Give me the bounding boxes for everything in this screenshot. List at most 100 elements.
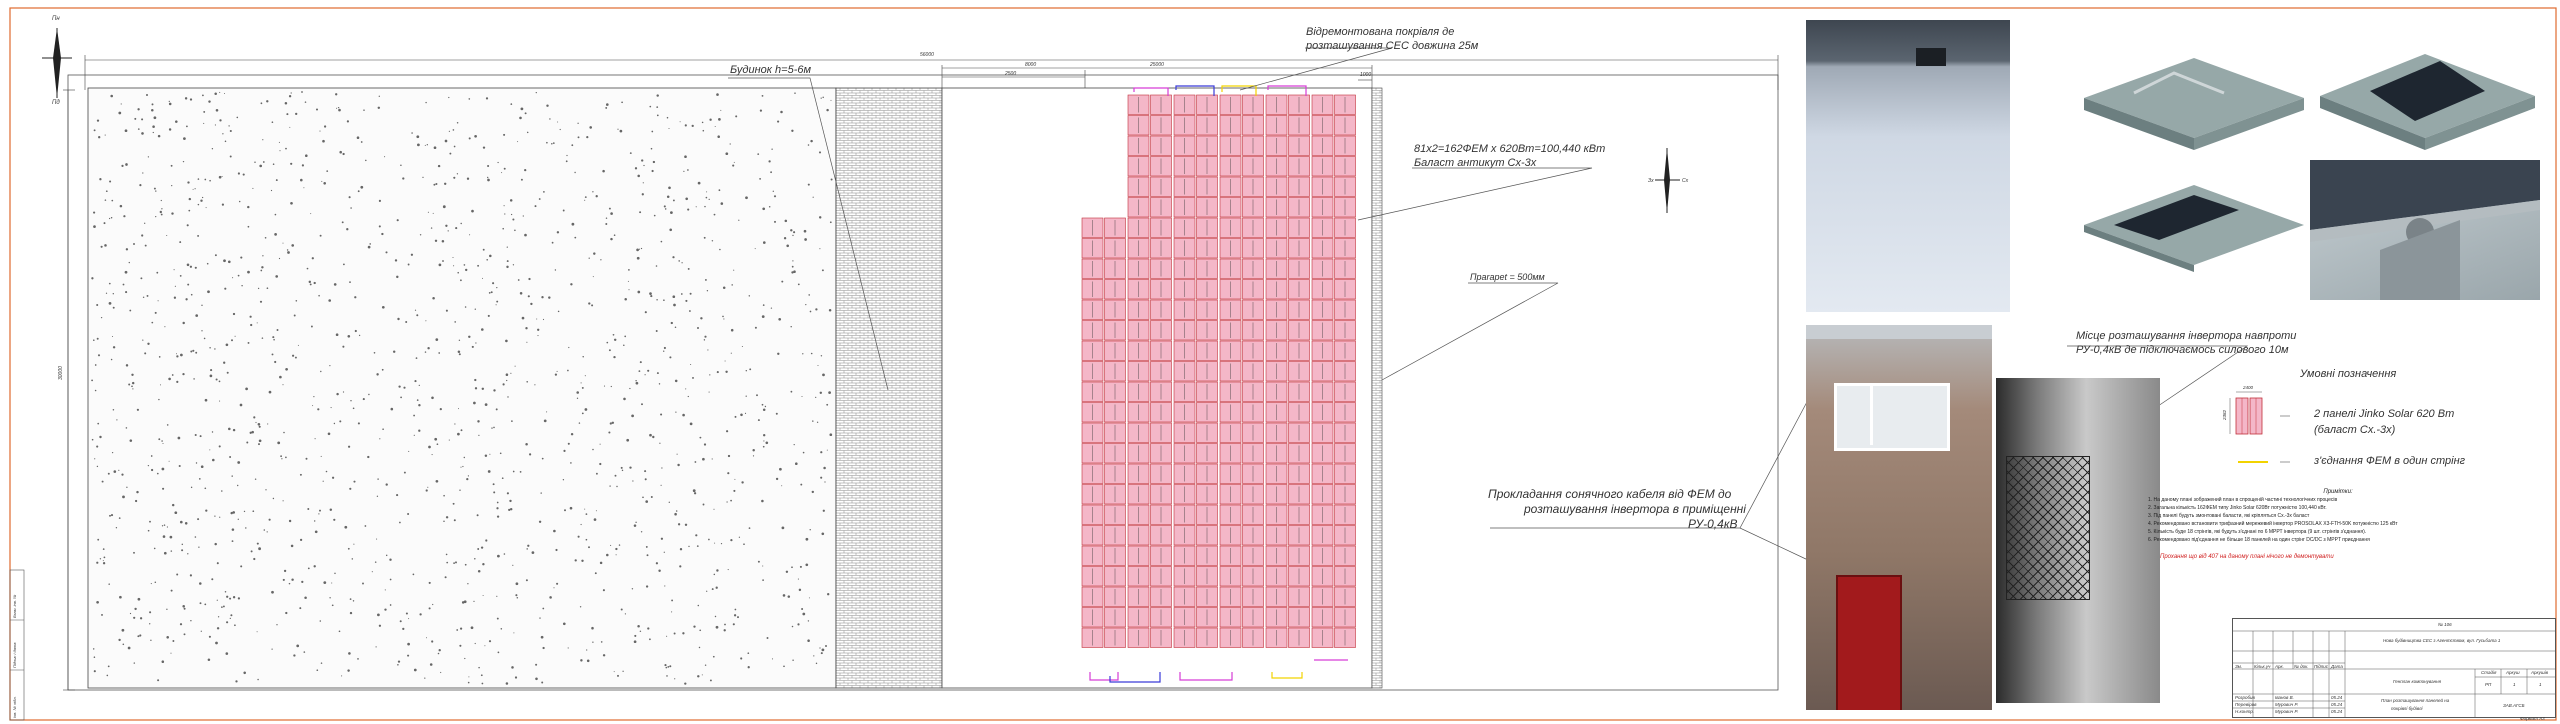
roof-speckle [262,139,264,141]
roof-speckle [105,292,108,294]
roof-speckle [435,338,439,341]
roof-speckle [790,390,793,393]
roof-speckle [402,177,405,180]
title-row-role: Н.контр. [2235,709,2255,714]
roof-speckle [636,256,640,260]
roof-speckle [779,467,782,471]
roof-speckle [656,114,659,117]
roof-speckle [477,420,480,423]
roof-speckle [229,597,232,600]
roof-speckle [266,287,269,290]
roof-speckle [317,408,320,411]
roof-speckle [94,364,97,366]
roof-speckle [190,350,193,353]
roof-speckle [623,344,625,347]
roof-speckle [278,141,280,143]
roof-speckle [720,543,723,545]
roof-speckle [282,242,284,244]
roof-speckle [576,391,579,394]
roof-speckle [118,469,120,471]
roof-speckle [675,510,678,512]
roof-speckle [812,420,814,422]
roof-speckle [373,351,376,354]
roof-speckle [230,511,233,515]
roof-speckle [642,496,644,499]
roof-speckle [640,247,643,250]
roof-speckle [593,252,596,255]
roof-speckle [605,223,608,225]
roof-speckle [204,398,208,402]
roof-speckle [367,245,371,249]
roof-speckle [442,260,444,262]
roof-speckle [671,611,673,613]
roof-speckle [253,557,256,561]
roof-speckle [352,600,355,602]
roof-speckle [578,422,581,424]
roof-speckle [174,511,178,515]
roof-speckle [567,442,570,445]
roof-speckle [822,373,825,377]
roof-speckle [829,221,832,224]
roof-speckle [360,185,364,189]
roof-speckle [771,658,774,660]
roof-speckle [487,178,490,182]
roof-speckle [724,360,726,362]
roof-speckle [454,423,456,425]
roof-speckle [91,277,94,280]
roof-speckle [179,275,182,277]
roof-speckle [440,671,442,674]
roof-speckle [584,408,588,411]
roof-speckle [605,217,608,219]
roof-speckle [112,409,115,411]
roof-speckle [321,180,323,182]
roof-speckle [761,315,765,318]
roof-speckle [610,212,613,215]
roof-speckle [320,662,323,664]
title-sheets-header: Аркушів [2531,670,2548,675]
roof-speckle [520,107,524,111]
solar-panel-array [1081,94,1356,648]
roof-speckle [166,424,169,426]
roof-speckle [349,598,352,600]
roof-speckle [482,594,484,597]
roof-speckle [216,627,220,630]
roof-speckle [222,605,225,608]
roof-speckle [436,443,439,446]
roof-speckle [310,325,313,328]
roof-speckle [207,290,210,294]
roof-speckle [828,391,831,394]
roof-speckle [309,283,312,286]
roof-speckle [237,274,240,277]
roof-speckle [647,369,650,372]
roof-speckle [830,99,832,101]
roof-speckle [389,578,392,581]
roof-speckle [759,177,762,180]
roof-speckle [655,330,658,332]
roof-speckle [469,234,471,236]
roof-speckle [822,96,824,99]
roof-speckle [588,302,591,305]
roof-speckle [763,434,766,437]
roof-speckle [142,172,144,174]
roof-speckle [624,335,627,338]
roof-speckle [581,559,584,562]
roof-speckle [778,317,782,321]
roof-speckle [600,259,602,261]
roof-speckle [693,492,697,495]
roof-speckle [156,472,159,475]
roof-speckle [733,489,736,492]
roof-speckle [112,306,115,309]
roof-speckle [134,607,137,611]
roof-speckle [232,428,236,432]
roof-speckle [526,341,528,343]
note-item: 5. Кількість буде 18 стрінгів, які будут… [2148,529,2367,535]
roof-speckle [121,628,125,632]
roof-speckle [676,453,678,455]
roof-speckle [714,615,717,618]
roof-speckle [605,106,608,109]
roof-speckle [628,269,630,271]
roof-speckle [551,241,554,244]
roof-speckle [477,548,480,550]
roof-speckle [94,389,97,392]
roof-speckle [105,190,108,193]
